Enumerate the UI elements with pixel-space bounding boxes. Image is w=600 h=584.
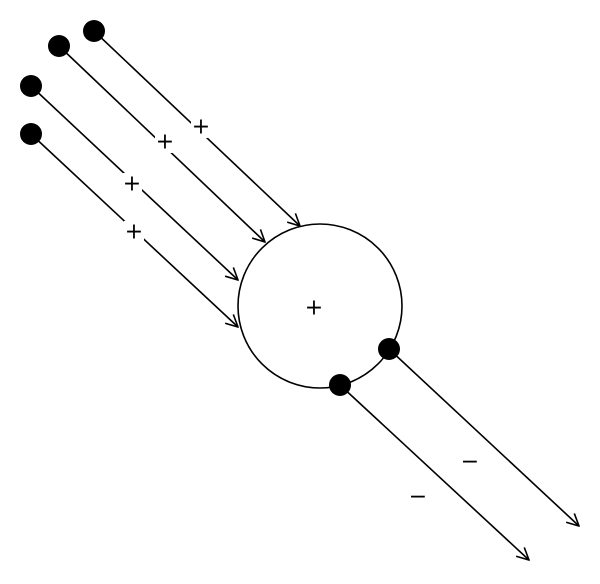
- junction-circle: [237, 223, 403, 389]
- outgoing-lines: [329, 338, 579, 560]
- incoming-lines: [20, 20, 300, 327]
- incoming-node-1: [83, 20, 105, 42]
- incoming-label-2: +: [156, 130, 174, 155]
- outgoing-node-1: [378, 338, 400, 360]
- incoming-label-1: +: [192, 115, 210, 140]
- outgoing-line-2: [339, 384, 529, 560]
- incoming-node-4: [20, 123, 42, 145]
- outgoing-label-2: −: [409, 485, 427, 510]
- incoming-node-3: [20, 75, 42, 97]
- outgoing-labels: − −: [409, 450, 479, 510]
- incoming-node-2: [48, 35, 70, 57]
- junction-sign-label: +: [305, 296, 323, 321]
- incoming-labels: + + + +: [122, 115, 211, 245]
- outgoing-line-1: [388, 348, 579, 526]
- outgoing-label-1: −: [461, 450, 479, 475]
- incoming-label-3: +: [123, 172, 141, 197]
- incoming-label-4: +: [125, 220, 143, 245]
- outgoing-node-2: [329, 374, 351, 396]
